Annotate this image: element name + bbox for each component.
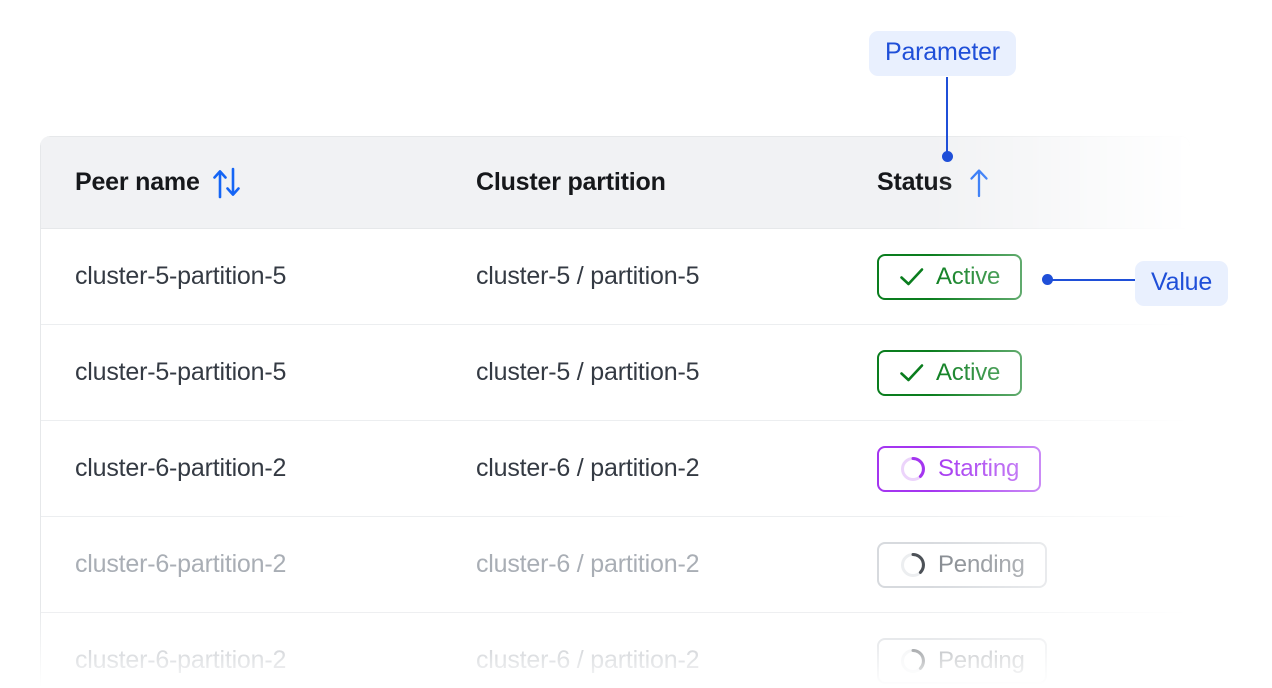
sort-up-icon[interactable] [964,167,994,199]
status-badge-label: Active [936,262,1001,290]
cell-peer-name: cluster-5-partition-5 [75,358,287,386]
cell-status: Pending [877,613,1047,688]
cell-status: Pending [877,517,1047,612]
cell-status: Active [877,325,1023,420]
spinner-icon [899,455,927,483]
cell-status: Starting [877,421,1042,516]
cell-cluster-partition: cluster-5 / partition-5 [476,262,700,290]
column-header-peer-name-label: Peer name [75,168,200,196]
column-header-status-label: Status [877,168,953,196]
cell-status: Active [877,229,1023,324]
cell-peer-name: cluster-5-partition-5 [75,262,287,290]
table-row[interactable]: cluster-5-partition-5 cluster-5 / partit… [41,229,1189,325]
table-row[interactable]: cluster-6-partition-2 cluster-6 / partit… [41,421,1189,517]
table-header-row: Peer name Cluster partition Status [41,137,1189,229]
cell-cluster-partition: cluster-5 / partition-5 [476,358,700,386]
cell-peer-name: cluster-6-partition-2 [75,646,287,674]
status-badge: Starting [877,445,1042,492]
column-header-status[interactable]: Status [877,137,994,228]
cell-cluster-partition: cluster-6 / partition-2 [476,454,700,482]
parameter-callout-dot [942,151,953,162]
cell-cluster-partition: cluster-6 / partition-2 [476,646,700,674]
status-badge: Pending [877,637,1047,684]
table-row[interactable]: cluster-5-partition-5 cluster-5 / partit… [41,325,1189,421]
cell-peer-name: cluster-6-partition-2 [75,454,287,482]
spinner-icon [899,647,927,675]
status-badge: Active [877,349,1023,396]
sort-updown-icon[interactable] [212,166,242,200]
column-header-peer-name[interactable]: Peer name [75,137,242,228]
status-badge: Pending [877,541,1047,588]
column-header-cluster-partition[interactable]: Cluster partition [476,137,666,228]
table-row[interactable]: cluster-6-partition-2 cluster-6 / partit… [41,613,1189,688]
status-badge-label: Active [936,358,1001,386]
status-badge-label: Pending [938,550,1025,578]
table-row[interactable]: cluster-6-partition-2 cluster-6 / partit… [41,517,1189,613]
value-callout-line [1050,279,1136,281]
status-badge-label: Pending [938,646,1025,674]
peers-table: Peer name Cluster partition Status [40,136,1190,688]
value-callout-dot [1042,274,1053,285]
check-icon [899,267,925,287]
status-badge-label: Starting [938,454,1020,482]
check-icon [899,363,925,383]
cell-peer-name: cluster-6-partition-2 [75,550,287,578]
spinner-icon [899,551,927,579]
column-header-cluster-partition-label: Cluster partition [476,168,666,196]
cell-cluster-partition: cluster-6 / partition-2 [476,550,700,578]
value-callout-label: Value [1135,261,1229,306]
parameter-callout-line [946,77,948,156]
status-badge: Active [877,253,1023,300]
parameter-callout-label: Parameter [869,31,1016,76]
